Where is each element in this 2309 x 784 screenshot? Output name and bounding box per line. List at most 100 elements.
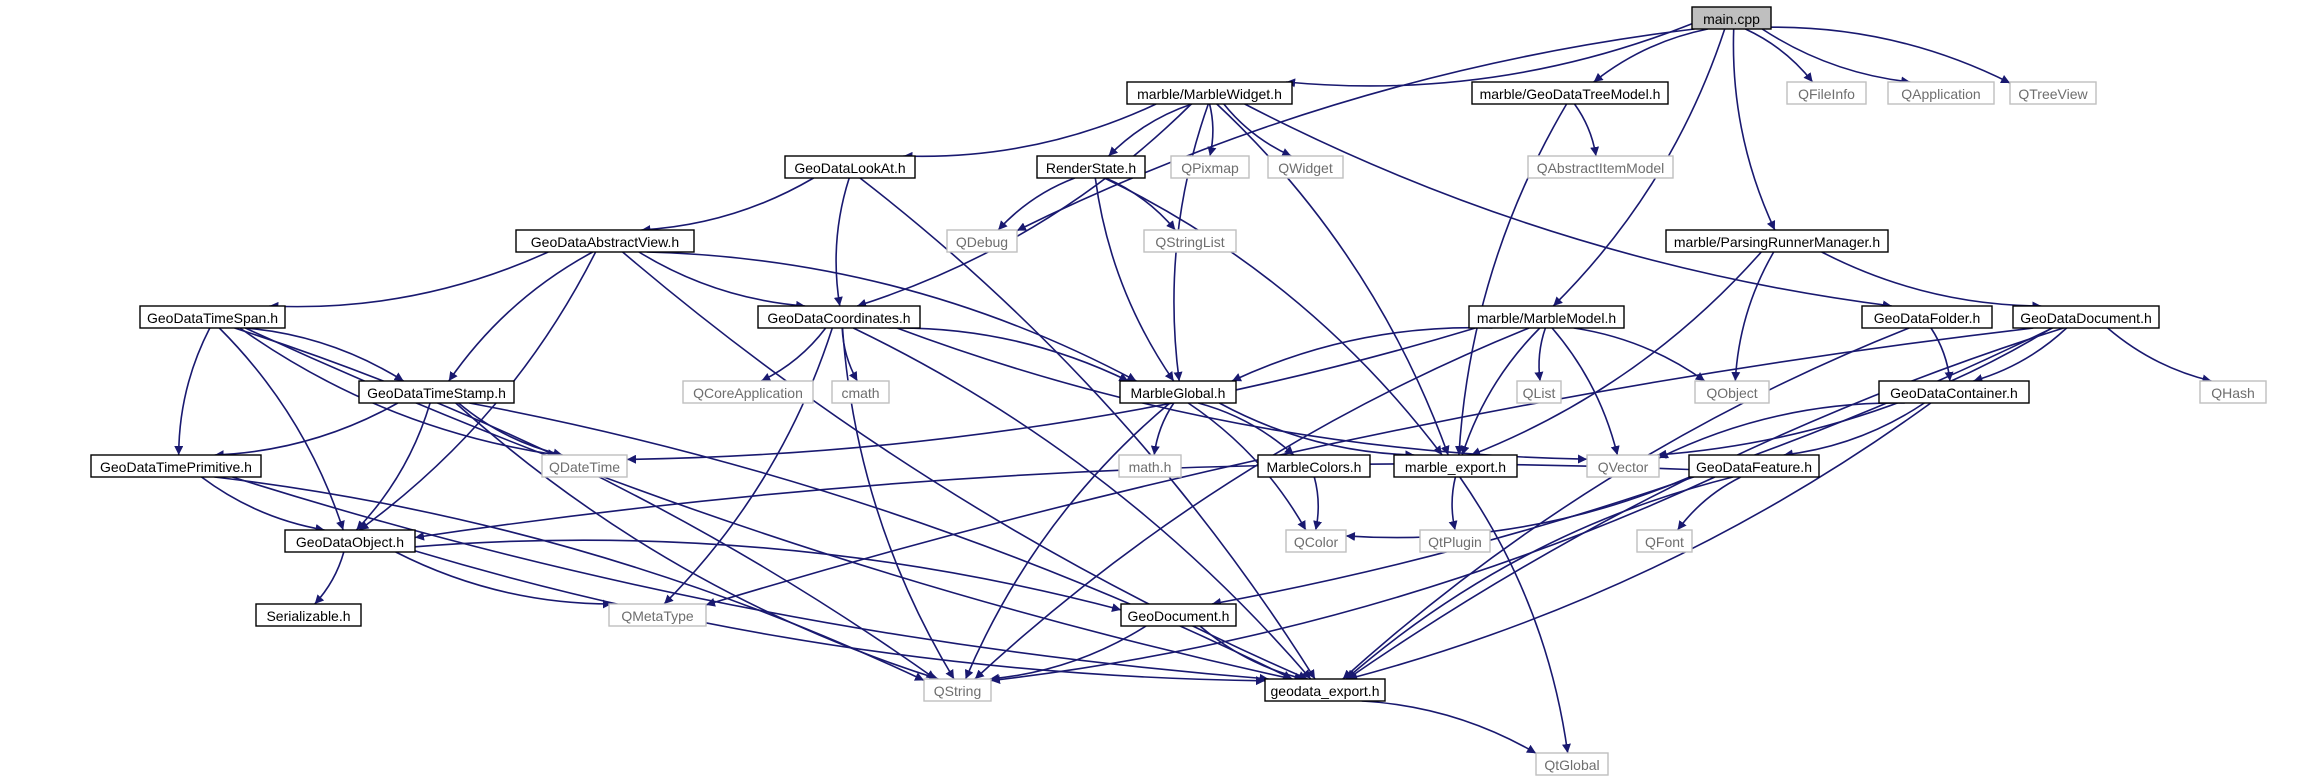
node-geodatalookat[interactable]: GeoDataLookAt.h xyxy=(784,155,916,179)
edge-geodatacontainer-to-geodatafeature xyxy=(1783,402,1925,459)
node-geodatacoordinates[interactable]: GeoDataCoordinates.h xyxy=(757,305,921,329)
edge-geodatatimespan-to-geodatatimeprimitive xyxy=(174,327,211,456)
node-box xyxy=(608,603,707,627)
node-box xyxy=(2009,81,2097,105)
edge-parsingrunnermanager-to-qobject xyxy=(1731,251,1775,382)
node-box xyxy=(1694,380,1770,404)
node-renderstate[interactable]: RenderState.h xyxy=(1036,155,1146,179)
node-box xyxy=(2012,305,2160,329)
node-label: QCoreApplication xyxy=(693,385,803,401)
node-box xyxy=(1527,155,1674,179)
node-box xyxy=(1468,305,1625,329)
node-box xyxy=(1688,454,1820,478)
edge-marblewidget-to-geodatalookat xyxy=(903,103,1157,161)
node-geodatatreemodel[interactable]: marble/GeoDataTreeModel.h xyxy=(1471,81,1669,105)
node-label: QColor xyxy=(1294,534,1339,550)
node-box xyxy=(784,155,916,179)
node-geodatatimespan[interactable]: GeoDataTimeSpan.h xyxy=(139,305,286,329)
edge-geodatafeature-to-qcolor xyxy=(1345,476,1691,541)
node-geodataexport[interactable]: geodata_export.h xyxy=(1264,678,1386,702)
node-geodatatimestamp[interactable]: GeoDataTimeStamp.h xyxy=(358,380,515,404)
edge-geodatatimestamp-to-qdatetime xyxy=(457,402,563,458)
node-qstring: QString xyxy=(923,678,992,702)
node-marblewidget[interactable]: marble/MarbleWidget.h xyxy=(1126,81,1293,105)
node-label: GeoDataFolder.h xyxy=(1874,310,1981,326)
node-label: QtPlugin xyxy=(1428,534,1482,550)
node-qhash: QHash xyxy=(2199,380,2267,404)
node-geodatafeature[interactable]: GeoDataFeature.h xyxy=(1688,454,1820,478)
node-label: main.cpp xyxy=(1703,11,1760,27)
node-box xyxy=(515,229,695,253)
node-geodataobject[interactable]: GeoDataObject.h xyxy=(284,529,416,553)
node-label: RenderState.h xyxy=(1046,160,1136,176)
node-box xyxy=(682,380,814,404)
node-box xyxy=(1535,752,1609,776)
node-label: GeoDataAbstractView.h xyxy=(531,234,679,250)
node-label: GeoDataTimeSpan.h xyxy=(147,310,278,326)
node-label: GeoDataContainer.h xyxy=(1890,385,2018,401)
edge-geodatatreemodel-to-qabstractitemmodel xyxy=(1573,103,1600,157)
edge-geodataobject-to-serializable xyxy=(314,551,345,605)
node-qobject: QObject xyxy=(1694,380,1770,404)
node-box xyxy=(541,454,628,478)
node-box xyxy=(923,678,992,702)
node-box xyxy=(1516,380,1562,404)
node-label: QString xyxy=(934,683,981,699)
node-label: GeoDataFeature.h xyxy=(1696,459,1812,475)
node-label: GeoDataDocument.h xyxy=(2020,310,2152,326)
edge-geodatatimestamp-to-geodataexport xyxy=(469,402,1293,680)
node-label: marble/ParsingRunnerManager.h xyxy=(1674,234,1880,250)
nodes-layer: main.cpp marble/MarbleWidget.h marble/GeoD… xyxy=(90,6,2267,776)
edge-marblewidget-to-marbleexport xyxy=(1216,103,1450,456)
node-geodatatimeprimitive[interactable]: GeoDataTimePrimitive.h xyxy=(90,454,262,478)
node-marblecolors[interactable]: MarbleColors.h xyxy=(1257,454,1371,478)
node-label: Serializable.h xyxy=(266,608,350,624)
node-geodocument[interactable]: GeoDocument.h xyxy=(1120,603,1237,627)
edge-geodataexport-to-qtglobal xyxy=(1361,700,1537,754)
node-mathh: math.h xyxy=(1118,454,1182,478)
node-label: cmath xyxy=(841,385,879,401)
edge-marbleexport-to-qtplugin xyxy=(1448,476,1458,531)
node-label: GeoDataTimePrimitive.h xyxy=(100,459,252,475)
node-label: math.h xyxy=(1129,459,1172,475)
edge-geodatalookat-to-geodataabstractview xyxy=(641,177,815,234)
node-marbleglobal[interactable]: MarbleGlobal.h xyxy=(1119,380,1237,404)
node-box xyxy=(1143,229,1237,253)
node-label: GeoDataObject.h xyxy=(296,534,404,550)
node-main[interactable]: main.cpp xyxy=(1691,6,1772,30)
node-box xyxy=(1636,529,1693,553)
node-box xyxy=(1419,529,1491,553)
node-qpixmap: QPixmap xyxy=(1170,155,1250,179)
edge-geodataabstractview-to-geodatatimestamp xyxy=(448,251,594,382)
edge-marblemodel-to-marbleexport xyxy=(1460,327,1541,456)
node-box xyxy=(358,380,515,404)
node-box xyxy=(1285,529,1347,553)
edge-geodatacoordinates-to-qmetatype xyxy=(663,327,834,605)
node-label: GeoDocument.h xyxy=(1128,608,1230,624)
node-box xyxy=(946,229,1018,253)
edge-marbleexport-to-qtglobal xyxy=(1459,476,1571,754)
node-box xyxy=(1120,603,1237,627)
node-label: QVector xyxy=(1598,459,1649,475)
edge-geodataabstractview-to-marbleglobal xyxy=(646,251,1137,382)
edge-geodataabstractview-to-geodataexport xyxy=(622,251,1308,680)
node-marbleexport[interactable]: marble_export.h xyxy=(1393,454,1518,478)
node-geodatacontainer[interactable]: GeoDataContainer.h xyxy=(1878,380,2030,404)
edge-geodocument-to-qstring xyxy=(989,625,1147,683)
node-box xyxy=(2199,380,2267,404)
node-label: QPixmap xyxy=(1181,160,1239,176)
node-geodatadocument[interactable]: GeoDataDocument.h xyxy=(2012,305,2160,329)
edge-marbleglobal-to-marbleexport xyxy=(1218,402,1415,460)
edge-marblewidget-to-geodatafolder xyxy=(1244,103,1892,310)
node-qcolor: QColor xyxy=(1285,529,1347,553)
node-parsingrunnermanager[interactable]: marble/ParsingRunnerManager.h xyxy=(1665,229,1889,253)
node-geodataabstractview[interactable]: GeoDataAbstractView.h xyxy=(515,229,695,253)
edge-renderstate-to-qstringlist xyxy=(1105,177,1176,231)
node-marblemodel[interactable]: marble/MarbleModel.h xyxy=(1468,305,1625,329)
node-label: QDateTime xyxy=(549,459,620,475)
edge-geodatacoordinates-to-geodataexport xyxy=(852,327,1312,680)
node-qcoreapplication: QCoreApplication xyxy=(682,380,814,404)
node-serializable[interactable]: Serializable.h xyxy=(255,603,362,627)
edge-renderstate-to-qdebug xyxy=(997,177,1076,231)
node-geodatafolder[interactable]: GeoDataFolder.h xyxy=(1861,305,1993,329)
